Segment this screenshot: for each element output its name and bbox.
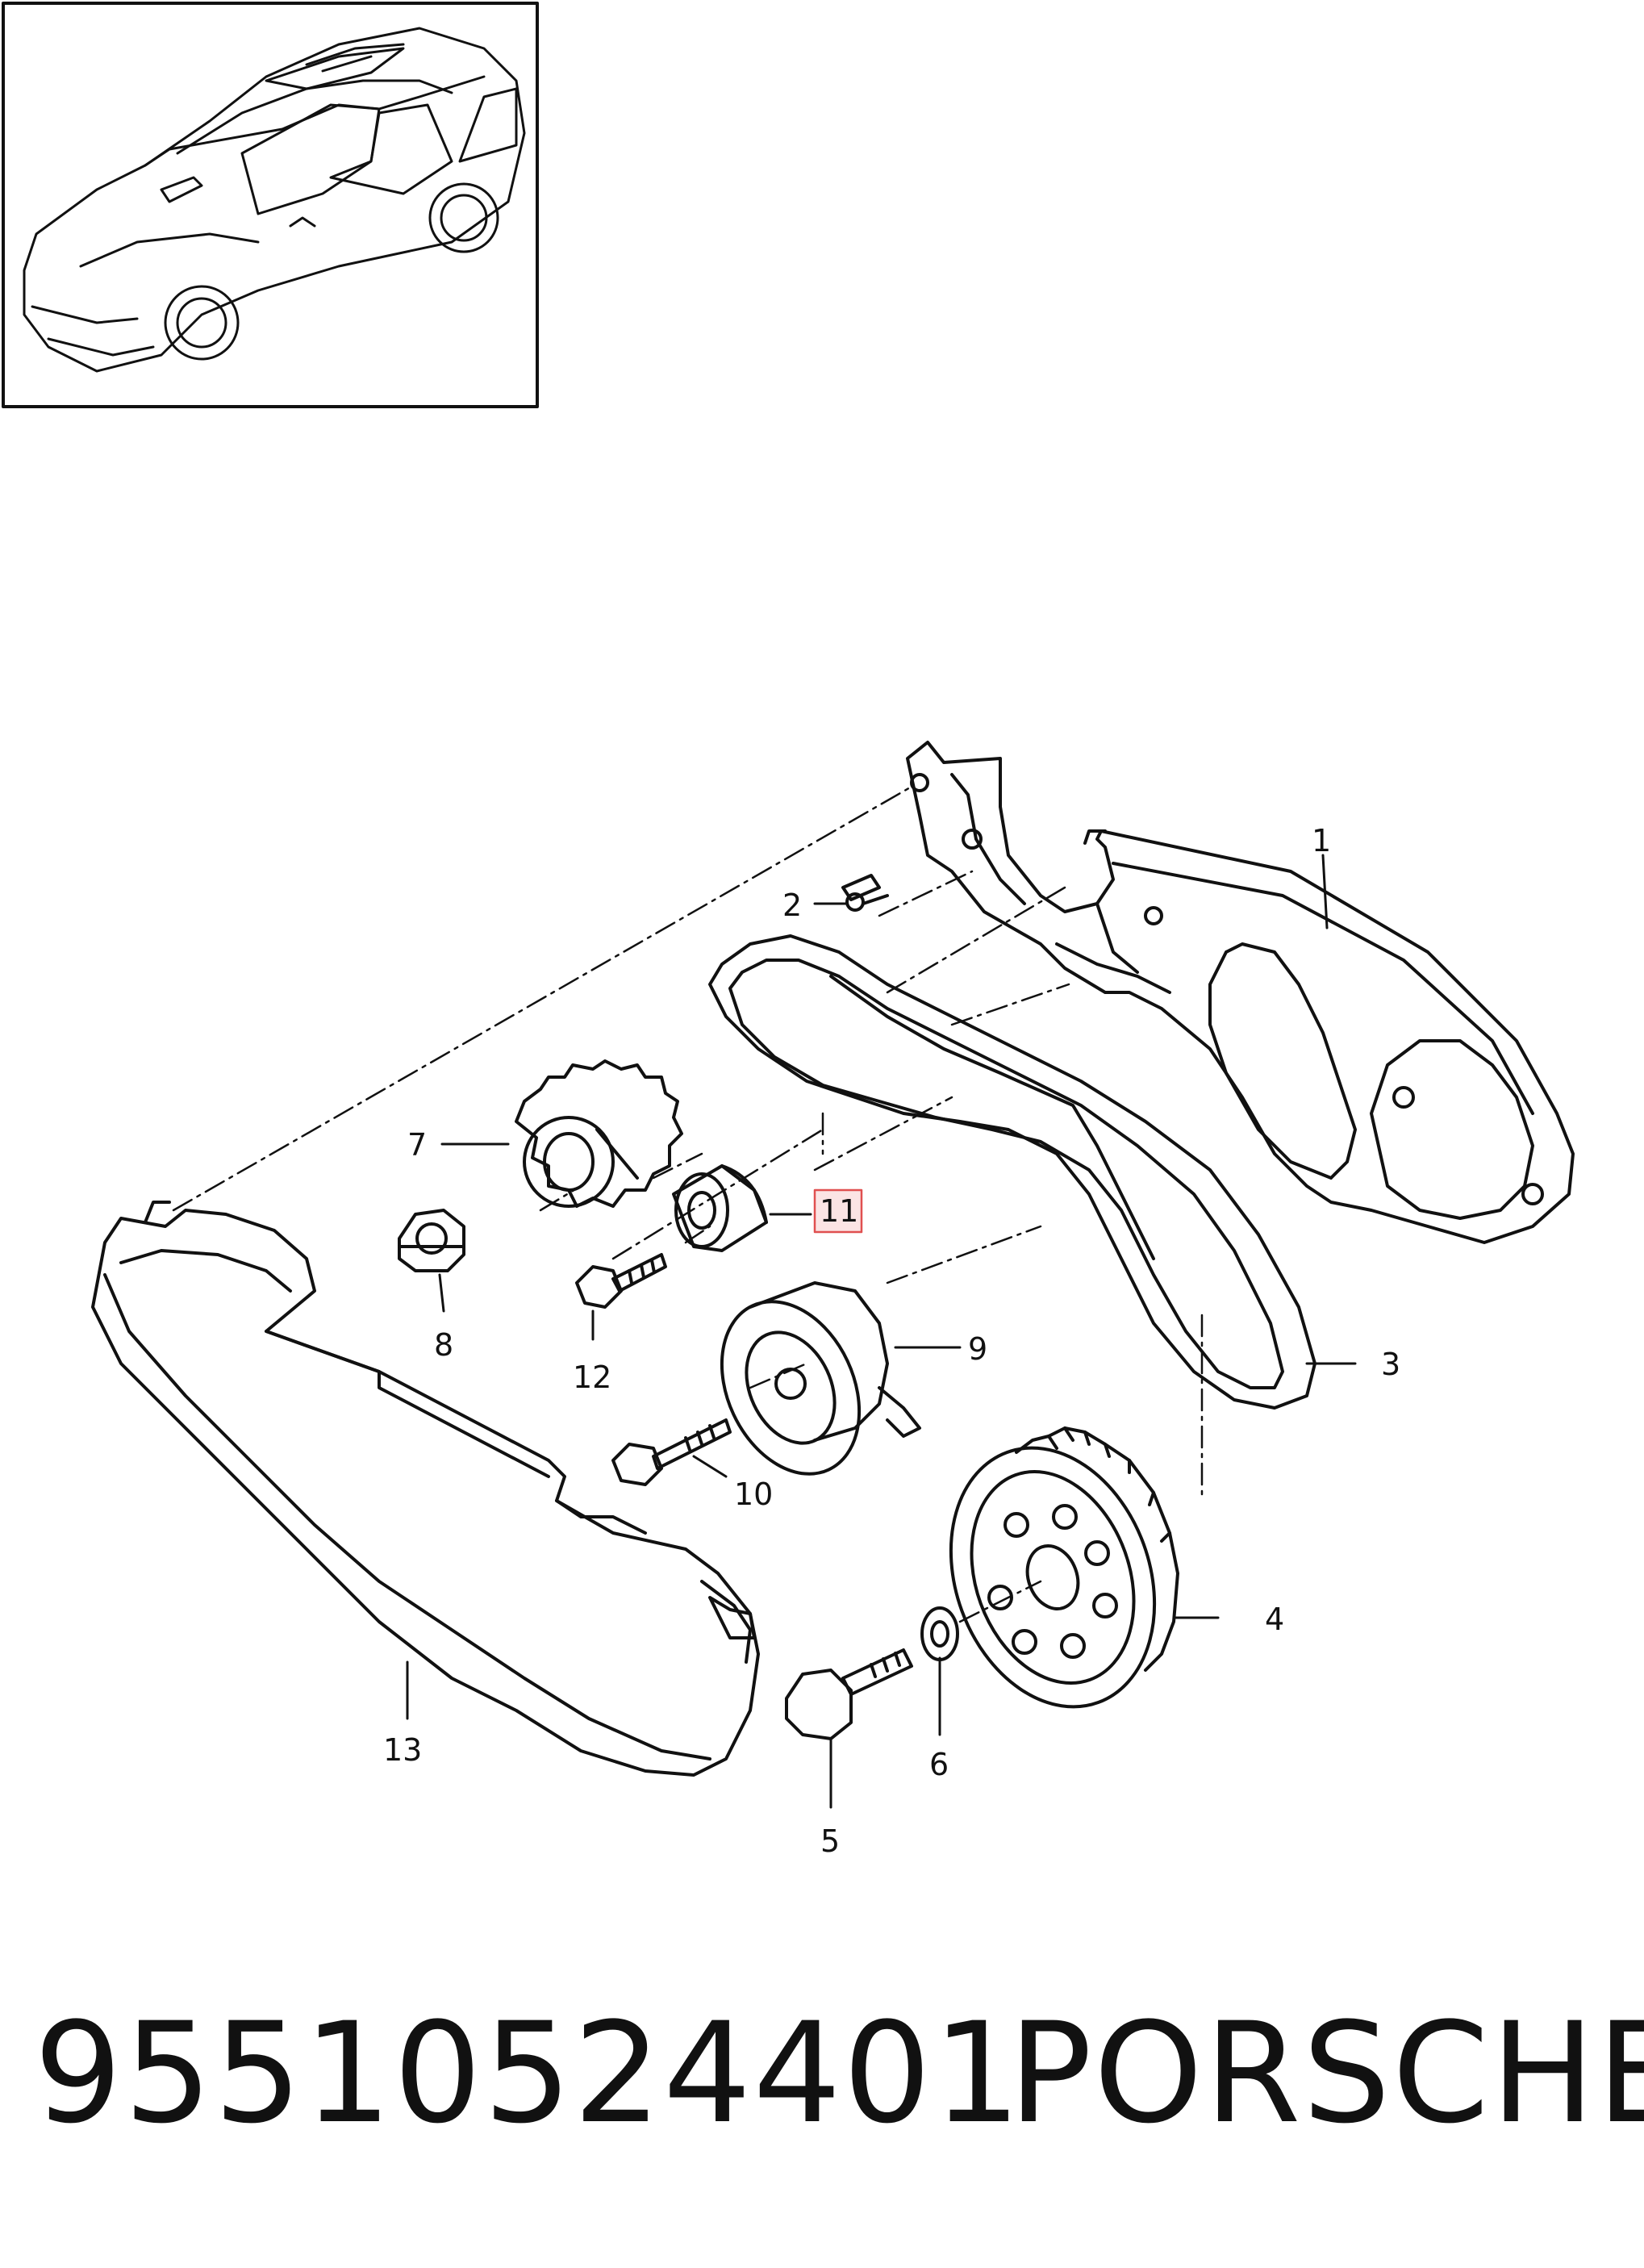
part-1-timing-cover	[906, 741, 1575, 1244]
part-5-flange-bolt	[785, 1648, 913, 1740]
part-2-bolt	[841, 874, 889, 912]
suv-illustration	[23, 27, 526, 373]
callout-2: 2	[782, 888, 802, 923]
part-9-idler-pulley	[720, 1281, 921, 1476]
callout-5: 5	[820, 1823, 840, 1859]
callout-8: 8	[434, 1327, 453, 1363]
callout-7: 7	[407, 1127, 427, 1163]
callout-3: 3	[1381, 1347, 1400, 1382]
part-10-bolt	[611, 1418, 732, 1486]
part-11-bushing	[672, 1164, 768, 1252]
callout-9: 9	[968, 1331, 987, 1367]
callout-labels: 1 2 3 4 5 6 7 8 9 10 11 12 13	[383, 823, 1400, 1859]
part-7-sprocket	[515, 1059, 683, 1208]
part-number: 95510524401	[34, 1992, 1023, 2154]
callout-12: 12	[573, 1360, 611, 1395]
callout-leaders	[406, 854, 1357, 1809]
part-12-bolt	[575, 1253, 667, 1309]
callout-1: 1	[1312, 823, 1331, 858]
footer: 95510524401 PORSCHE	[0, 1973, 1644, 2174]
part-3-timing-belt	[708, 934, 1316, 1410]
part-8-nut	[398, 1209, 465, 1272]
assembly-lines	[172, 785, 1204, 1623]
brand-name: PORSCHE	[1008, 1992, 1644, 2154]
callout-10: 10	[734, 1476, 773, 1512]
callout-4: 4	[1265, 1602, 1284, 1637]
part-13-front-cover	[91, 1201, 760, 1777]
callout-6: 6	[929, 1747, 949, 1782]
vehicle-thumbnail-frame	[2, 2, 539, 408]
callout-11-highlight	[813, 1188, 863, 1234]
part-6-washer	[920, 1606, 959, 1661]
callout-11: 11	[820, 1193, 858, 1229]
vehicle-thumbnail	[2, 2, 539, 408]
callout-13: 13	[383, 1732, 422, 1768]
part-4-crank-sprocket	[949, 1426, 1179, 1709]
